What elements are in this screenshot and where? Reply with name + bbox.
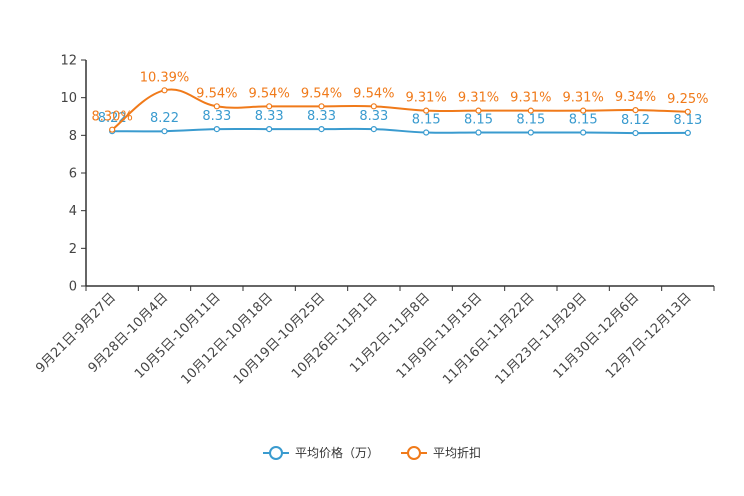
legend-marker-price — [262, 445, 289, 460]
data-label-discount: 9.31% — [510, 91, 551, 106]
x-tick-label: 11月16日-11月22日 — [440, 290, 537, 387]
data-point-price — [370, 126, 377, 133]
data-point-discount — [370, 103, 377, 110]
data-point-discount — [475, 107, 482, 114]
data-point-price — [632, 129, 639, 137]
data-label-discount: 9.25% — [667, 92, 708, 107]
data-point-discount — [318, 103, 325, 110]
data-label-price: 8.12 — [621, 113, 650, 128]
data-point-price — [161, 128, 168, 135]
x-tick-label: 10月19日-10月25日 — [231, 290, 328, 387]
data-label-discount: 9.54% — [249, 86, 290, 101]
data-label-price: 8.15 — [464, 113, 493, 128]
y-tick-label: 10 — [60, 91, 77, 106]
y-tick-label: 6 — [69, 167, 77, 182]
data-label-price: 8.15 — [412, 113, 441, 128]
y-tick-label: 2 — [69, 242, 77, 257]
data-label-discount: 9.31% — [563, 91, 604, 106]
data-point-discount — [161, 87, 168, 94]
y-tick-label: 0 — [69, 280, 77, 295]
legend-item-price[interactable]: 平均价格（万） — [262, 444, 379, 461]
data-point-price — [527, 129, 534, 136]
data-label-discount: 9.54% — [301, 86, 342, 101]
data-point-discount — [684, 108, 691, 115]
data-label-price: 8.15 — [569, 113, 598, 128]
data-point-price — [580, 129, 587, 136]
data-label-discount: 8.30% — [92, 110, 133, 125]
data-point-price — [684, 129, 691, 136]
series-line-discount — [111, 88, 688, 131]
legend-item-discount[interactable]: 平均折扣 — [401, 444, 481, 461]
data-label-price: 8.22 — [150, 111, 179, 126]
data-label-discount: 9.31% — [406, 91, 447, 106]
data-point-price — [318, 126, 325, 133]
data-point-price — [213, 126, 220, 133]
y-tick-label: 4 — [69, 204, 77, 219]
y-tick-label: 8 — [69, 129, 77, 144]
data-label-discount: 9.34% — [615, 90, 656, 105]
data-label-discount: 10.39% — [140, 70, 190, 85]
data-point-discount — [632, 106, 639, 114]
data-point-discount — [213, 103, 220, 110]
x-tick-label: 11月23日-11月29日 — [493, 290, 590, 387]
data-label-price: 8.33 — [307, 109, 336, 124]
data-label-price: 8.33 — [359, 109, 388, 124]
data-point-discount — [266, 103, 273, 110]
legend-label-price: 平均价格（万） — [294, 446, 379, 460]
data-point-discount — [580, 107, 587, 114]
series-line-price — [112, 127, 688, 135]
legend-label-discount: 平均折扣 — [433, 446, 482, 460]
data-point-price — [475, 129, 482, 136]
data-point-discount — [527, 107, 534, 114]
data-point-price — [266, 126, 273, 133]
data-label-price: 8.15 — [516, 113, 545, 128]
data-label-discount: 9.31% — [458, 91, 499, 106]
data-label-price: 8.33 — [255, 109, 284, 124]
y-tick-label: 12 — [60, 54, 77, 69]
x-tick-label: 10月12日-10月18日 — [179, 290, 276, 387]
legend-marker-discount — [401, 445, 427, 460]
legend: 平均价格（万） 平均折扣 — [0, 444, 744, 461]
data-label-price: 8.13 — [673, 113, 702, 128]
data-label-discount: 9.54% — [196, 86, 237, 101]
data-point-price — [423, 129, 430, 136]
data-label-price: 8.33 — [202, 109, 231, 124]
data-point-discount — [109, 126, 116, 133]
data-label-discount: 9.54% — [353, 86, 394, 101]
data-point-discount — [423, 107, 430, 114]
